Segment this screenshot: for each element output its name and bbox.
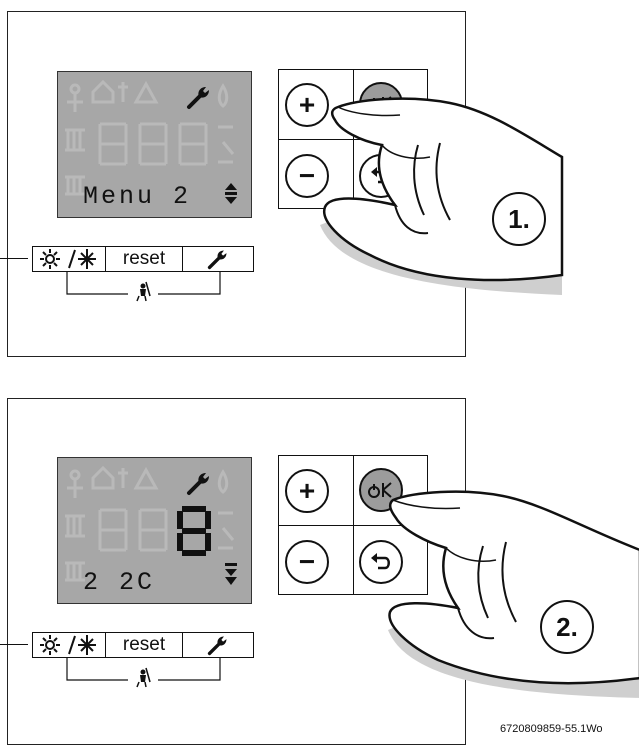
step-number-2: 2. [540,600,594,654]
back-arrow-icon [371,553,390,570]
wrench-icon [207,250,227,270]
reset-button[interactable]: reset [105,632,183,658]
sun-snowflake-icon [40,635,96,655]
service-button[interactable] [182,246,254,272]
lcd-display-1: Menu 2 [57,71,252,218]
chimney-sweep-bracket [66,658,221,688]
summer-winter-button[interactable] [32,246,106,272]
wrench-icon [207,636,227,656]
keypad-divider [353,70,354,208]
softkey-bar-1: reset [0,246,260,302]
wrench-icon [187,473,209,495]
softkey-bar-2: reset [0,632,260,688]
minus-button[interactable]: − [285,540,329,584]
lcd-ghost-segments [65,465,235,582]
step-number-1: 1. [492,192,546,246]
wrench-icon [187,87,209,109]
hand-illustration-2 [388,490,639,698]
service-button[interactable] [182,632,254,658]
back-button[interactable] [359,540,403,584]
minus-button[interactable]: − [285,154,329,198]
chimney-sweep-bracket [66,272,221,302]
summer-winter-button[interactable] [32,632,106,658]
lcd-text: 2 2C [83,568,156,597]
keypad-divider [353,456,354,594]
lcd-ghost-segments [65,79,235,196]
plus-button[interactable]: + [285,469,329,513]
plus-button[interactable]: + [285,83,329,127]
scroll-down-arrows-icon [225,563,237,585]
chimney-sweep-icon [136,667,151,688]
callout-line [0,644,28,645]
lcd-text: Menu 2 [83,182,192,211]
figure-id: 6720809859-55.1Wo [500,723,603,735]
power-button[interactable] [359,468,403,512]
sun-snowflake-icon [40,249,96,269]
reset-button[interactable]: reset [105,246,183,272]
seven-segment-digit [177,506,211,556]
up-down-arrows-icon [225,183,237,204]
chimney-sweep-icon [136,281,151,302]
callout-line [0,258,28,259]
keypad-2: + − [278,455,428,595]
power-standby-icon [368,482,392,498]
lcd-display-2: 2 2C [57,457,252,604]
